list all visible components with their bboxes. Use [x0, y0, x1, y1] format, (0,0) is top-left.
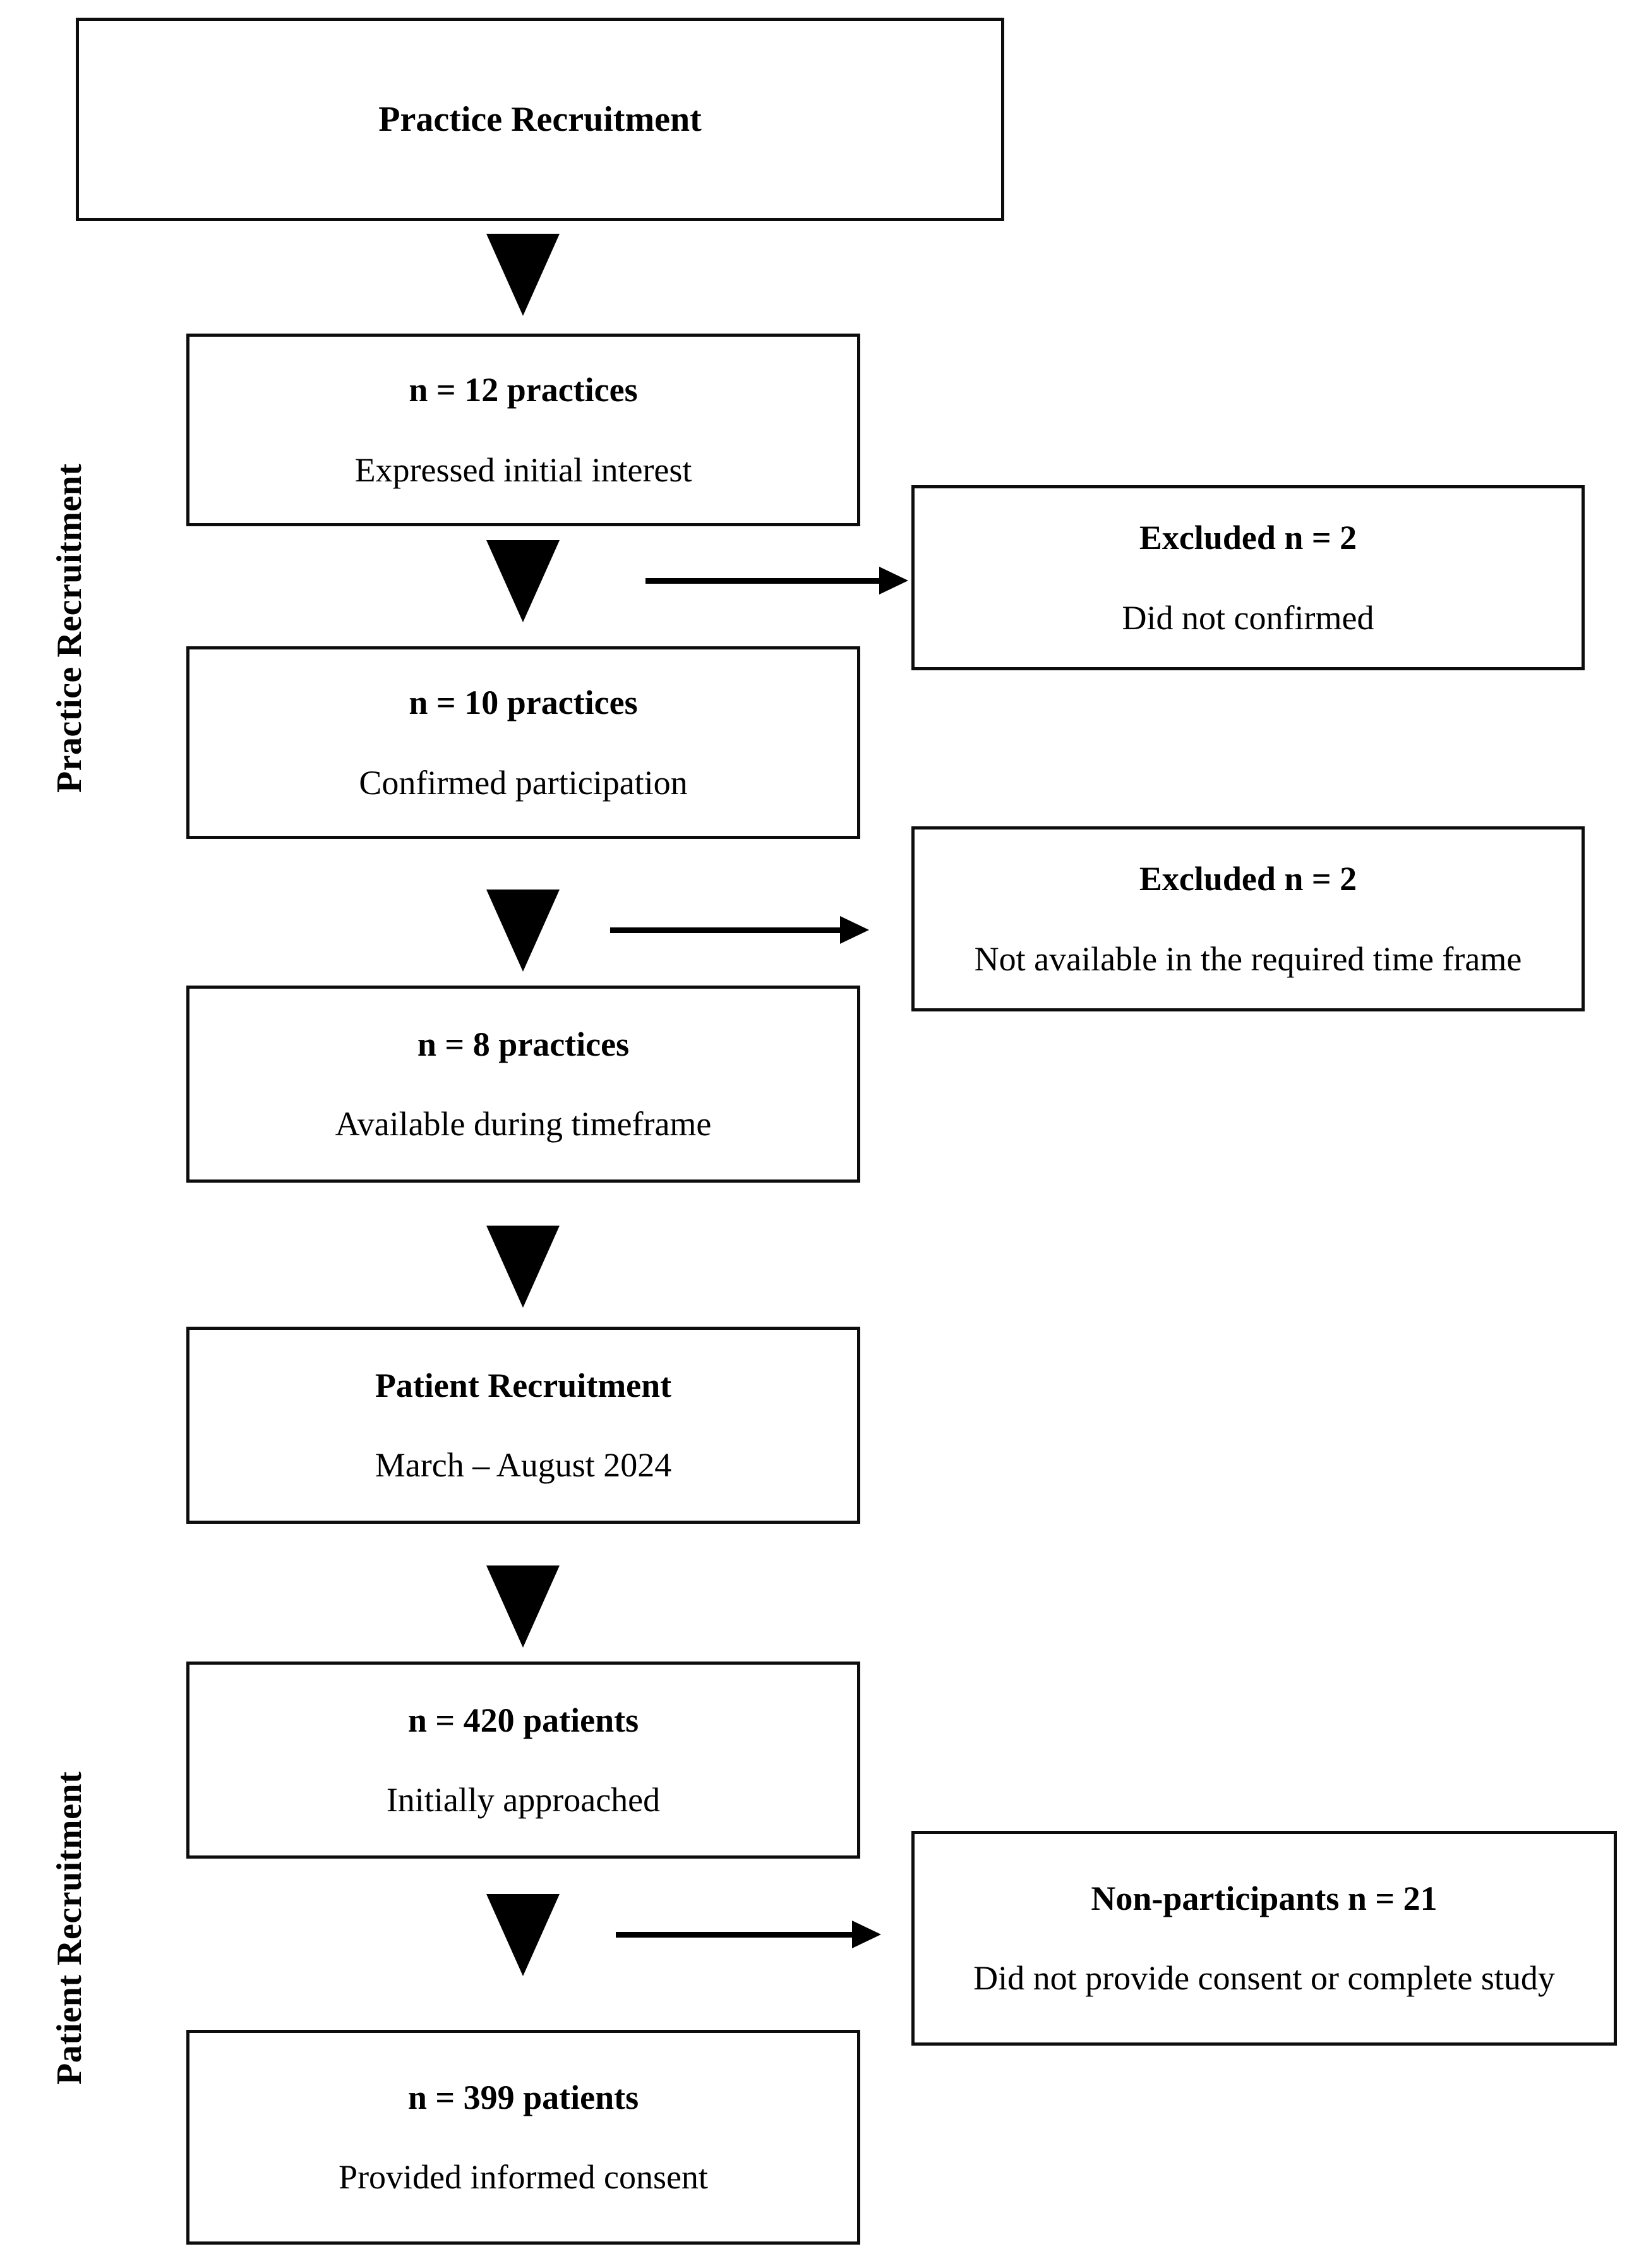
box-practices-expressed-interest-secondary: Expressed initial interest [354, 450, 692, 489]
box-practices-confirmed: n = 10 practices Confirmed participation [186, 646, 860, 839]
box-patient-recruitment-header-secondary: March – August 2024 [375, 1446, 672, 1484]
box-patient-recruitment-header-primary: Patient Recruitment [375, 1366, 672, 1404]
box-patients-consented-primary: n = 399 patients [407, 2078, 639, 2116]
box-excluded-not-confirmed: Excluded n = 2 Did not confirmed [911, 485, 1585, 670]
down-arrow-1-icon [486, 234, 560, 316]
box-patients-consented-secondary: Provided informed consent [339, 2158, 708, 2196]
box-excluded-not-available-primary: Excluded n = 2 [1139, 860, 1357, 898]
box-practices-available-secondary: Available during timeframe [335, 1105, 712, 1143]
down-arrow-5-icon [486, 1565, 560, 1648]
box-excluded-not-confirmed-primary: Excluded n = 2 [1139, 519, 1357, 557]
box-patients-approached-secondary: Initially approached [386, 1781, 661, 1819]
side-label-practice-recruitment: Practice Recruitment [50, 463, 89, 793]
box-practices-available-primary: n = 8 practices [417, 1025, 630, 1063]
box-practices-expressed-interest-primary: n = 12 practices [409, 371, 638, 409]
box-non-participants: Non-participants n = 21 Did not provide … [911, 1831, 1617, 2046]
box-practices-confirmed-secondary: Confirmed participation [359, 763, 688, 802]
box-non-participants-secondary: Did not provide consent or complete stud… [973, 1959, 1555, 1997]
down-arrow-2-icon [486, 540, 560, 622]
box-excluded-not-available: Excluded n = 2 Not available in the requ… [911, 826, 1585, 1011]
down-arrow-4-icon [486, 1226, 560, 1308]
down-arrow-6-icon [486, 1894, 560, 1976]
box-patients-consented: n = 399 patients Provided informed conse… [186, 2030, 860, 2245]
side-label-patient-recruitment: Patient Recruitment [50, 1771, 89, 2085]
box-practice-recruitment-header-primary: Practice Recruitment [378, 99, 702, 139]
down-arrow-3-icon [486, 890, 560, 972]
box-patients-approached-primary: n = 420 patients [407, 1701, 639, 1739]
box-practices-available: n = 8 practices Available during timefra… [186, 986, 860, 1183]
box-practice-recruitment-header: Practice Recruitment [76, 18, 1004, 221]
box-practices-expressed-interest: n = 12 practices Expressed initial inter… [186, 334, 860, 526]
box-non-participants-primary: Non-participants n = 21 [1091, 1879, 1438, 1917]
box-practices-confirmed-primary: n = 10 practices [409, 684, 638, 722]
box-patients-approached: n = 420 patients Initially approached [186, 1662, 860, 1859]
box-excluded-not-confirmed-secondary: Did not confirmed [1122, 598, 1374, 637]
box-patient-recruitment-header: Patient Recruitment March – August 2024 [186, 1327, 860, 1524]
box-excluded-not-available-secondary: Not available in the required time frame [974, 939, 1522, 978]
